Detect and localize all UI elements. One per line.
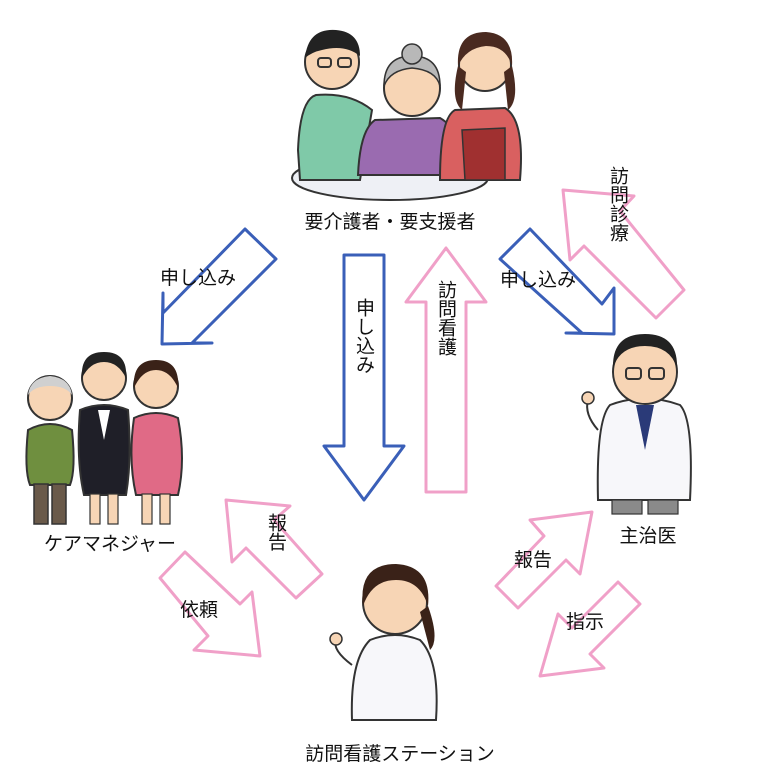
- nurse-station-label: 訪問看護ステーション: [305, 743, 495, 765]
- arrow-family-to-doctor: [498, 227, 616, 336]
- arrow-family-to-caremanager: [160, 227, 278, 346]
- arrow-nurse-to-doctor: [494, 510, 594, 610]
- arrow-doctor-to-family: [561, 188, 686, 320]
- label-nurse-to-caremanager: 報告: [265, 513, 287, 551]
- label-nurse-to-family: 訪問看護: [435, 280, 457, 356]
- doctor-label: 主治医: [619, 525, 676, 547]
- svg-text:申し込み: 申し込み: [353, 298, 375, 374]
- doctor-illustration: [581, 334, 692, 515]
- family-illustration: [291, 29, 522, 201]
- label-doctor-to-family: 訪問診療: [607, 166, 629, 242]
- care-manager-label: ケアマネジャー: [44, 533, 176, 555]
- arrow-caremanager-to-nurse: [158, 550, 262, 658]
- arrow-family-to-nurse: [322, 253, 406, 502]
- care-manager-illustration: [25, 352, 183, 525]
- arrow-doctor-to-nurse: [538, 580, 642, 678]
- arrow-nurse-to-family: [404, 246, 488, 494]
- label-doctor-to-nurse: 指示: [566, 611, 604, 633]
- family-label: 要介護者・要支援者: [304, 211, 475, 233]
- label-nurse-to-doctor: 報告: [514, 549, 552, 571]
- nurse-illustration: [329, 564, 438, 721]
- label-caremanager-to-nurse: 依頼: [180, 599, 218, 621]
- label-family-to-caremanager: 申し込み: [160, 267, 236, 289]
- label-family-to-doctor: 申し込み: [500, 269, 576, 291]
- label-family-to-nurse: 申し込み: [353, 298, 375, 374]
- arrow-nurse-to-caremanager: [224, 498, 324, 600]
